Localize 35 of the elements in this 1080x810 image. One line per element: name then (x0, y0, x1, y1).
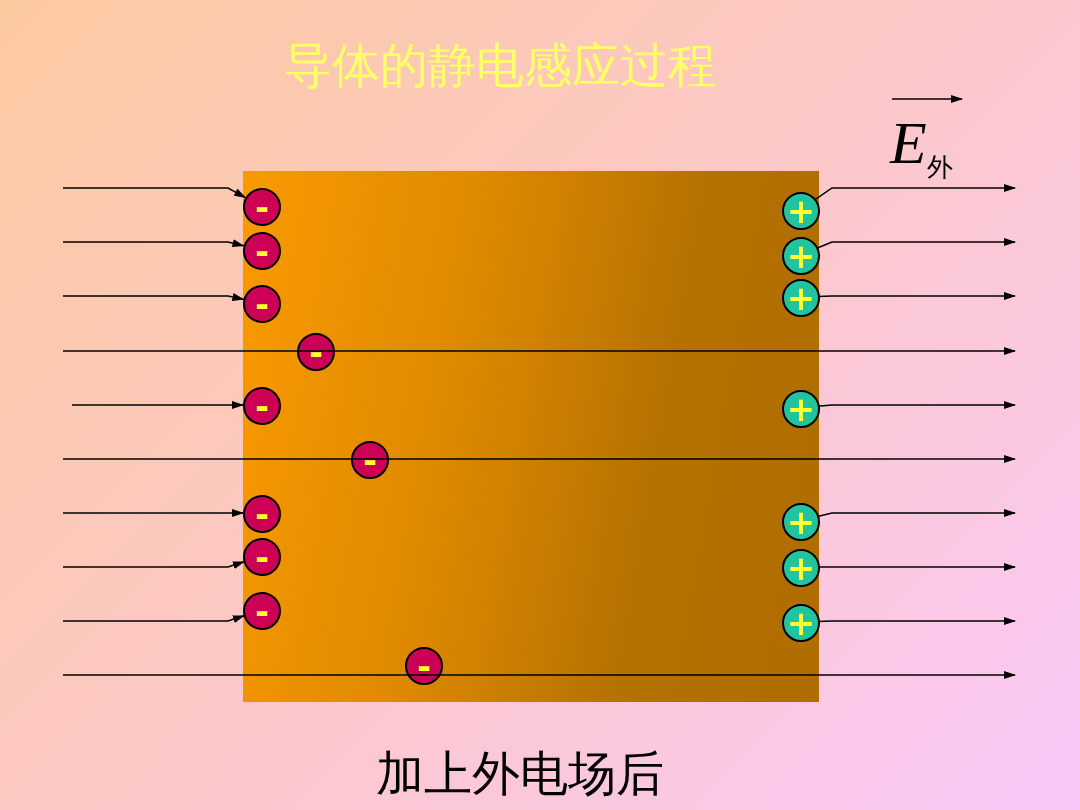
field-line-arrow (817, 292, 1016, 300)
negative-charge: - (297, 333, 335, 371)
positive-charge: + (782, 503, 820, 541)
positive-charge: + (782, 604, 820, 642)
caption: 加上外电场后 (375, 744, 665, 803)
field-line-arrow (62, 614, 245, 623)
positive-charge: + (782, 549, 820, 587)
field-line-arrow (816, 509, 1016, 518)
positive-charge: + (782, 237, 820, 275)
field-line-arrow (817, 617, 1016, 625)
field-line-arrow (62, 509, 244, 517)
field-label: E$_{外}$ (890, 109, 953, 184)
positive-charge: + (782, 192, 820, 230)
field-line-arrow (815, 238, 1016, 249)
negative-charge: - (243, 387, 281, 425)
negative-charge: - (351, 441, 389, 479)
negative-charge: - (243, 538, 281, 576)
negative-charge: - (405, 647, 443, 685)
negative-charge: - (243, 285, 281, 323)
positive-charge: + (782, 390, 820, 428)
field-line-arrow (62, 239, 245, 248)
field-line-arrow (814, 184, 1016, 201)
slide-title: 导体的静电感应过程 (283, 36, 717, 95)
field-line-arrow (62, 560, 245, 569)
field-line-arrow (71, 401, 244, 409)
negative-charge: - (243, 592, 281, 630)
field-line-arrow (817, 563, 1016, 571)
field-line-arrow (817, 401, 1016, 409)
negative-charge: - (243, 188, 281, 226)
conductor-block (243, 171, 819, 702)
field-line-arrow (62, 293, 245, 301)
negative-charge: - (243, 232, 281, 270)
field-line-arrow (62, 187, 247, 199)
positive-charge: + (782, 279, 820, 317)
negative-charge: - (243, 495, 281, 533)
